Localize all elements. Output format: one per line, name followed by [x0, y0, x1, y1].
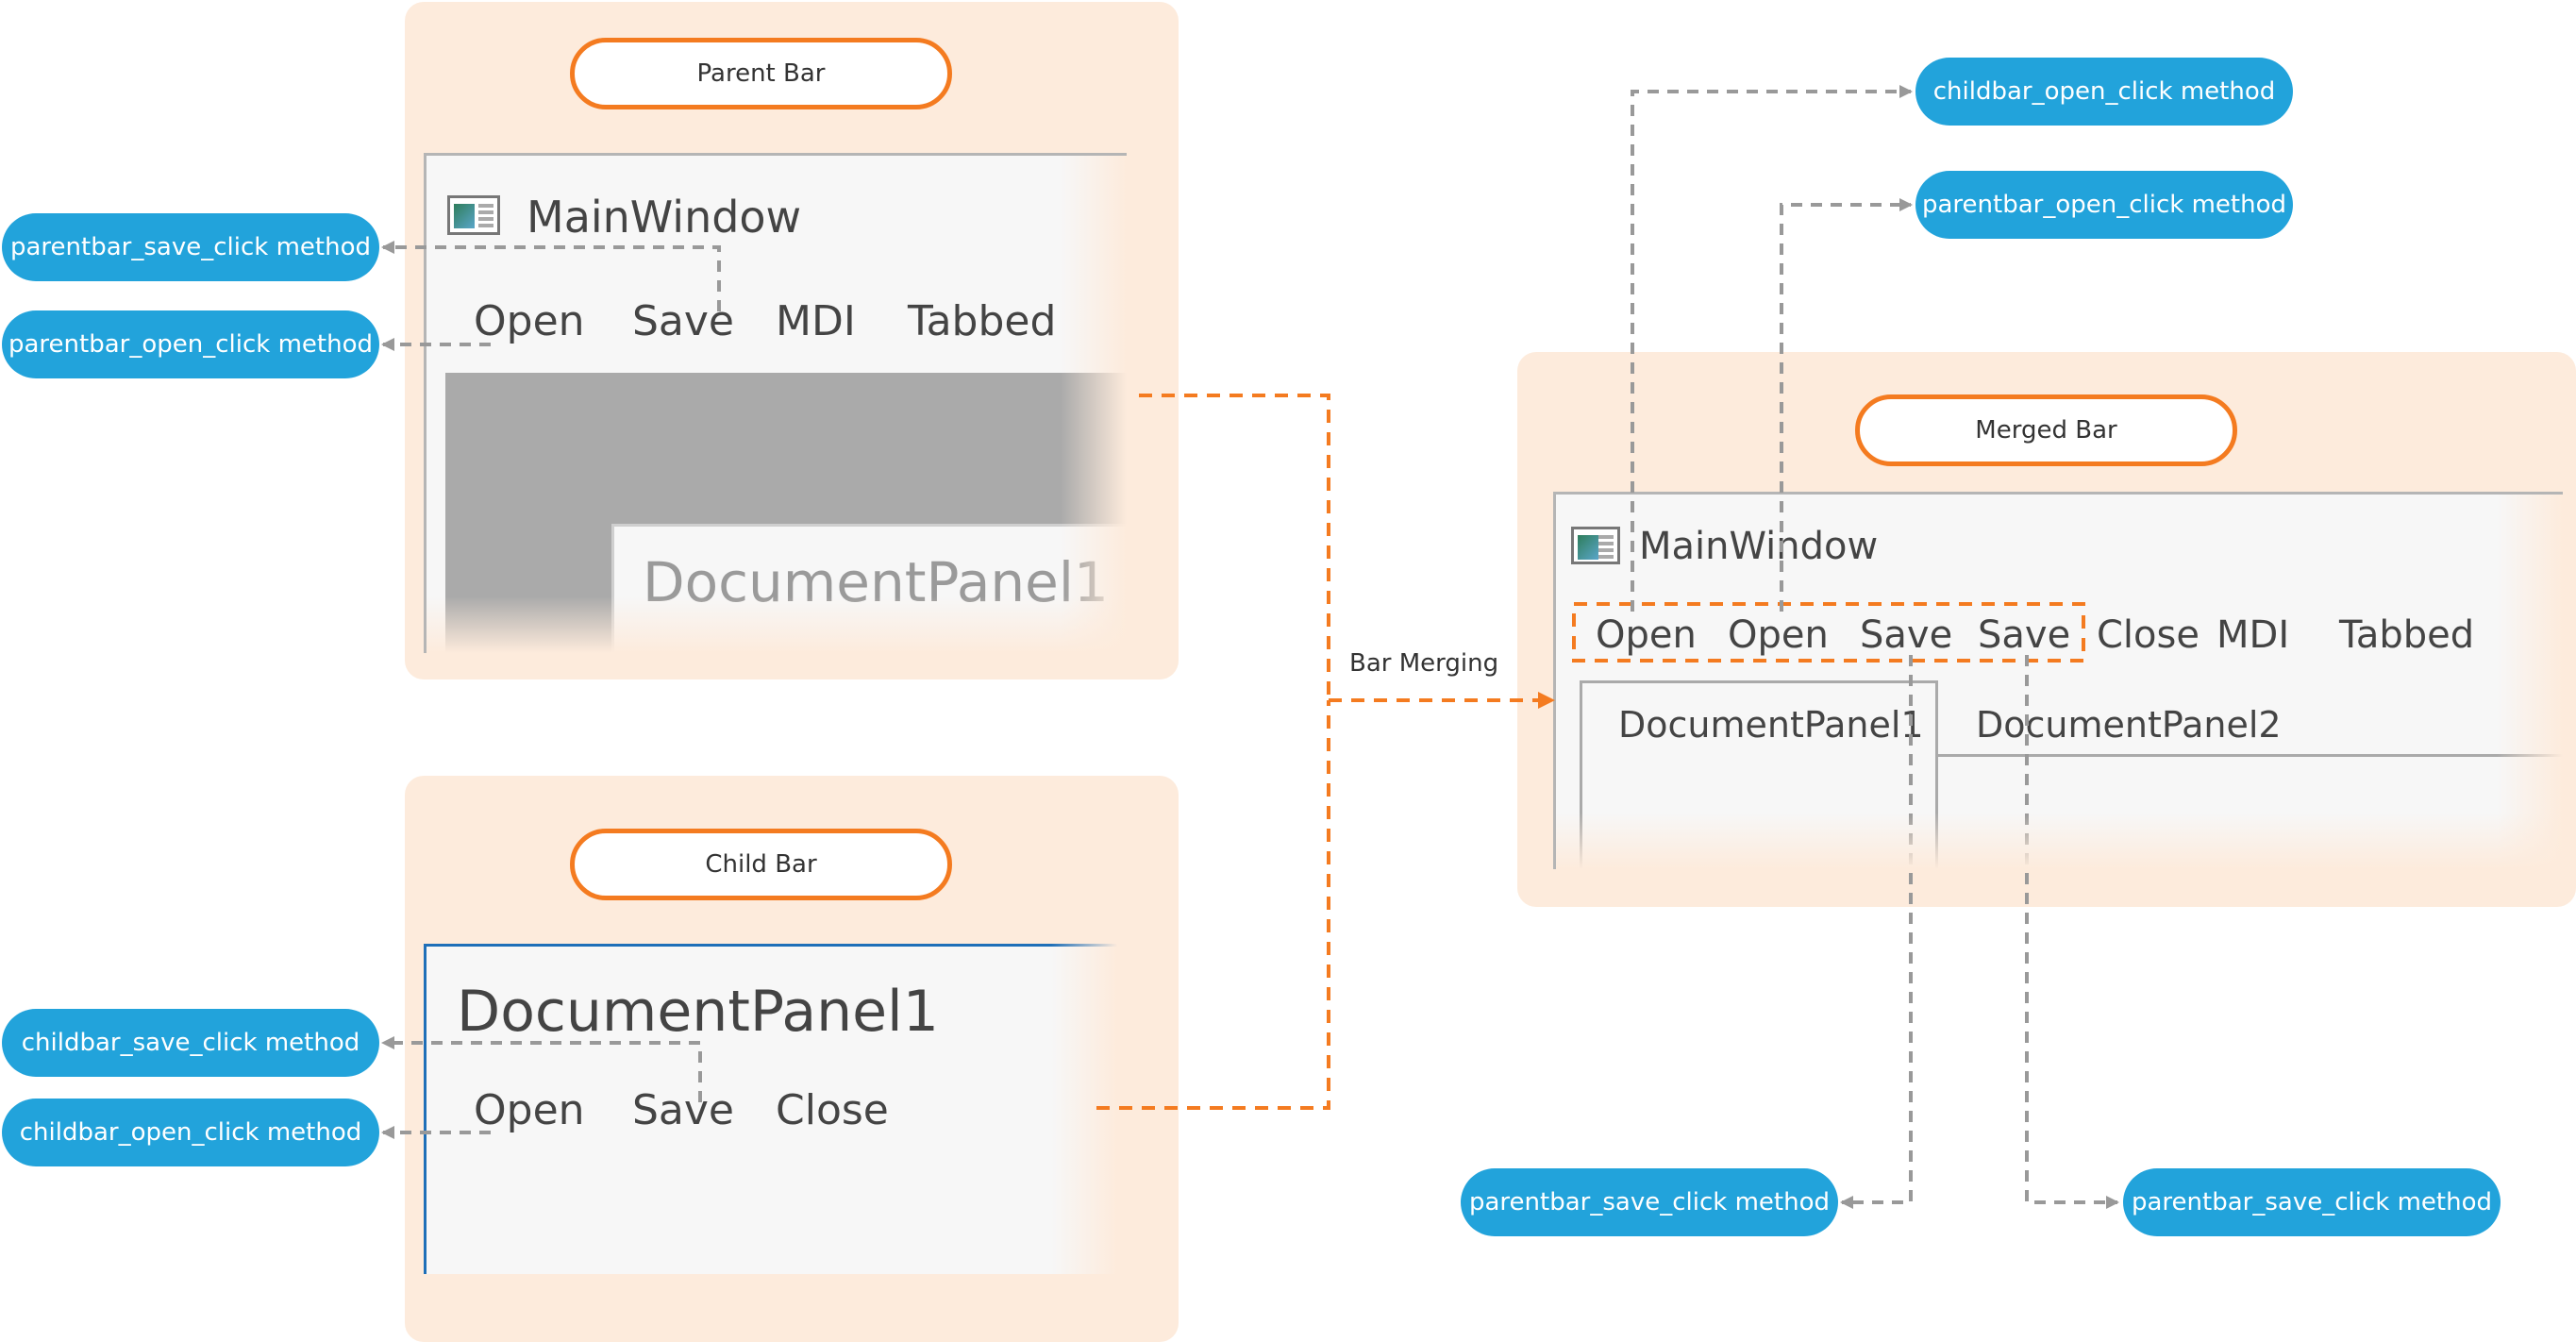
merged-bar-panel: Merged Bar MainWindow Open Open Save Sav…: [1517, 352, 2576, 907]
child-menu-item-close[interactable]: Close: [776, 1086, 889, 1134]
menu-item-tabbed[interactable]: Tabbed: [908, 297, 1057, 345]
method-badge-merged-save-1: parentbar_save_click method: [1461, 1168, 1838, 1236]
method-badge-parent-open: parentbar_open_click method: [2, 310, 379, 378]
parent-window: MainWindow Open Save MDI Tabbed Document…: [424, 153, 1127, 653]
merged-menu-tabbed[interactable]: Tabbed: [2339, 613, 2475, 657]
merged-bar-title: Merged Bar: [1855, 394, 2237, 466]
merged-tab-1-label: DocumentPanel1: [1618, 704, 1924, 746]
merged-menu-close[interactable]: Close: [2097, 613, 2200, 657]
method-badge-child-open: childbar_open_click method: [2, 1099, 379, 1166]
method-badge-parent-save: parentbar_save_click method: [2, 213, 379, 281]
merged-menu-mdi[interactable]: MDI: [2216, 613, 2290, 657]
menu-item-mdi[interactable]: MDI: [776, 297, 856, 345]
merged-window-title: MainWindow: [1639, 525, 1879, 568]
merged-menu-open-child[interactable]: Open: [1596, 613, 1697, 657]
child-bar-panel: Child Bar DocumentPanel1 Open Save Close: [405, 776, 1179, 1342]
merged-parentbar-open-connector: [1780, 198, 1913, 612]
child-bar-title: Child Bar: [570, 829, 952, 900]
app-icon: [447, 195, 500, 235]
merged-items-highlight: [1572, 602, 2085, 663]
parent-save-connector: [381, 241, 721, 311]
parent-bar-title: Parent Bar: [570, 38, 952, 109]
merged-menu-open-parent[interactable]: Open: [1728, 613, 1829, 657]
merged-menu-save-parent[interactable]: Save: [1978, 613, 2071, 657]
method-badge-merged-parentbar-open: parentbar_open_click method: [1915, 171, 2293, 239]
bar-merging-label: Bar Merging: [1349, 649, 1499, 678]
method-badge-merged-childbar-open: childbar_open_click method: [1915, 58, 2293, 126]
merged-menu-save-child[interactable]: Save: [1860, 613, 1953, 657]
merged-app-icon: [1571, 527, 1620, 564]
child-save-connector: [381, 1036, 702, 1102]
merged-childbar-open-connector: [1631, 85, 1913, 612]
child-menu-item-save[interactable]: Save: [632, 1086, 735, 1134]
window-title: MainWindow: [527, 192, 802, 243]
merged-save-parent-connector: [2025, 655, 2119, 1209]
merged-save-child-connector: [1840, 655, 1913, 1209]
child-window: DocumentPanel1 Open Save Close: [424, 944, 1117, 1274]
method-badge-merged-save-2: parentbar_save_click method: [2123, 1168, 2501, 1236]
merge-line-from-child: [1096, 700, 1330, 1110]
merge-line-from-parent: [1139, 394, 1330, 700]
parent-bar-panel: Parent Bar MainWindow Open Save MDI Tabb…: [405, 2, 1179, 679]
child-document-title: DocumentPanel1: [457, 979, 939, 1045]
method-badge-child-save: childbar_save_click method: [2, 1009, 379, 1077]
merged-tab-strip-line: [1938, 754, 2563, 757]
menu-item-open[interactable]: Open: [474, 297, 585, 345]
child-menu-item-open[interactable]: Open: [474, 1086, 585, 1134]
